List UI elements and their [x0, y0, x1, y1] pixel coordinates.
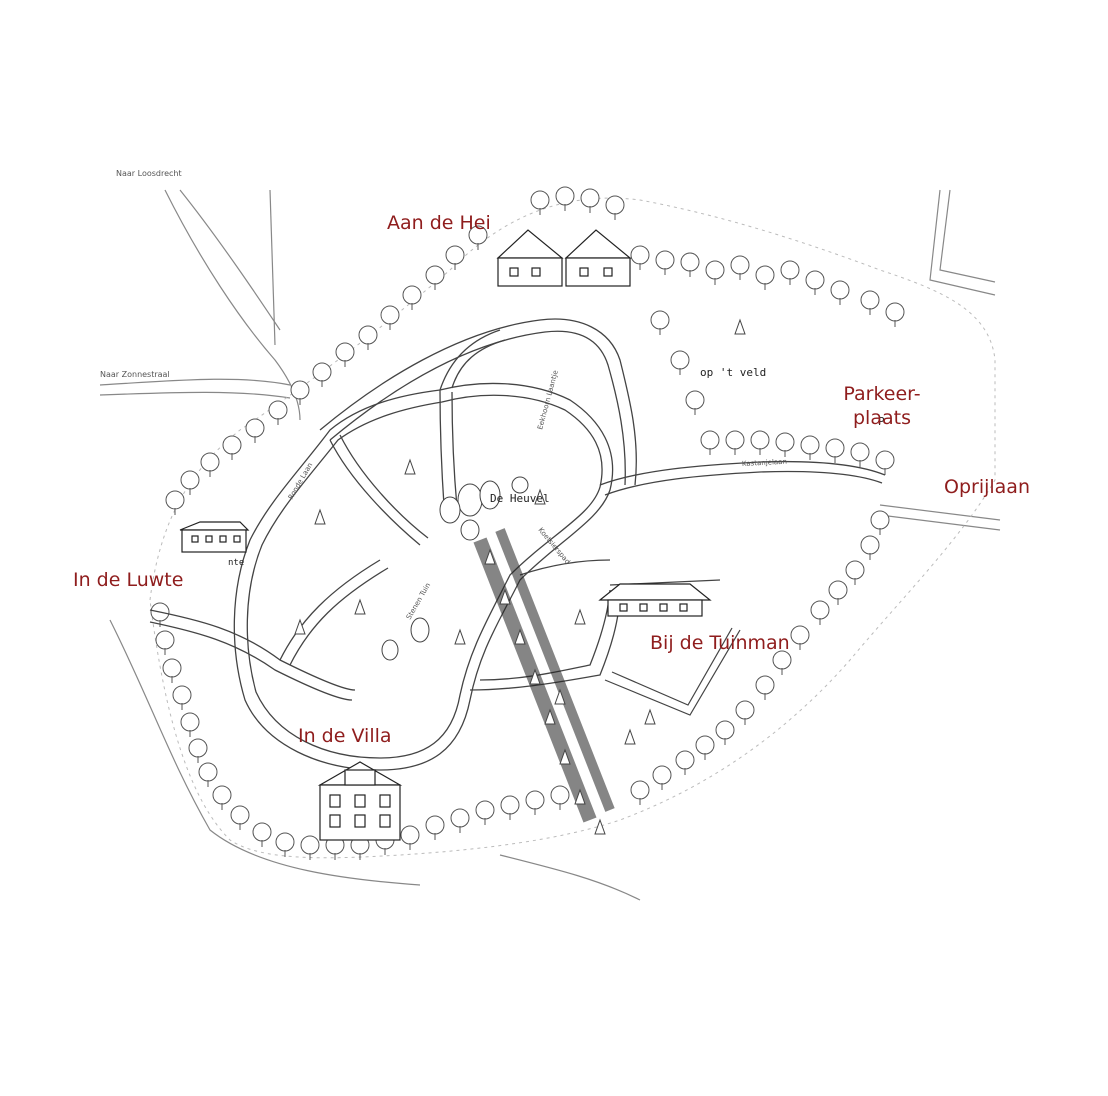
heuvel-shrubs: [381, 476, 529, 661]
building-in-de-luwte: [179, 521, 250, 553]
sketch-de-heuvel: De Heuvel: [490, 492, 550, 505]
field-pines: [294, 319, 746, 745]
tuinman-garden: [604, 627, 741, 716]
label-aan-de-hei[interactable]: Aan de Hei: [387, 212, 491, 234]
estate-paths: [149, 318, 886, 771]
label-oprijlaan[interactable]: Oprijlaan: [944, 476, 1030, 498]
sketch-parking-p: P: [878, 415, 885, 428]
label-bij-de-tuinman[interactable]: Bij de Tuinman: [650, 632, 790, 654]
label-parkeerplaats-text: Parkeer- plaats: [843, 383, 921, 429]
building-aan-de-hei: [496, 229, 632, 287]
estate-tree-belt: [149, 186, 996, 861]
building-bij-de-tuinman: [598, 583, 712, 617]
sketch-eekhoorn-laantje: Eekhoorn Laantje: [536, 369, 560, 430]
label-in-de-villa[interactable]: In de Villa: [298, 725, 392, 747]
sketch-naar-zonnestraal: Naar Zonnestraal: [100, 370, 170, 379]
label-parkeerplaats[interactable]: Parkeer- plaats: [838, 358, 926, 430]
sketch-op-t-veld: op 't veld: [700, 366, 766, 379]
sketch-stenen-tuin: Stenen Tuin: [405, 582, 432, 621]
building-in-de-villa: [317, 761, 403, 841]
sketch-naar-loosdrecht: Naar Loosdrecht: [116, 169, 182, 178]
sketch-kastanjelaan: Kastanjelaan: [742, 458, 787, 468]
pine-lane: [473, 528, 615, 835]
sketch-luwte-sign: nte: [228, 558, 244, 568]
label-in-de-luwte[interactable]: In de Luwte: [73, 569, 184, 591]
